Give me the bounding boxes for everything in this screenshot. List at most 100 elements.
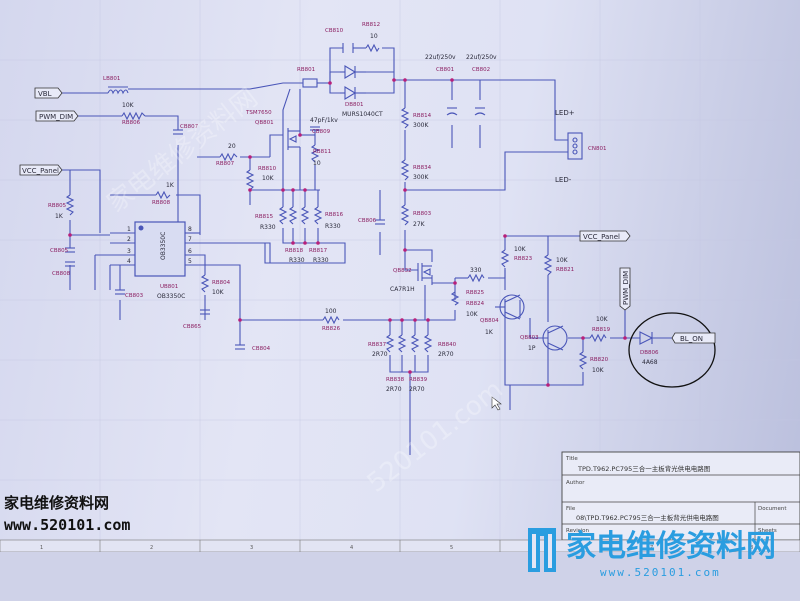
component-labels: LB801 10K RB806 CB807 QB801 TSM7650 20 R… <box>48 22 659 393</box>
svg-text:1: 1 <box>40 545 43 551</box>
junction-dots <box>68 78 627 387</box>
svg-text:10K: 10K <box>122 102 135 109</box>
svg-text:10K: 10K <box>466 311 479 318</box>
net-flags <box>19 87 716 344</box>
svg-text:08\TPD.T962.PC795三合一主板背光供电电路图: 08\TPD.T962.PC795三合一主板背光供电电路图 <box>576 513 719 522</box>
svg-text:CB810: CB810 <box>325 28 344 34</box>
svg-text:RB834: RB834 <box>413 165 432 171</box>
svg-text:RB801: RB801 <box>297 67 315 73</box>
svg-text:RB823: RB823 <box>514 256 533 262</box>
svg-text:1K: 1K <box>166 182 175 189</box>
svg-text:8: 8 <box>750 545 753 551</box>
svg-text:CB808: CB808 <box>52 271 71 277</box>
inductor-lb801 <box>107 86 129 95</box>
svg-text:QB801: QB801 <box>255 120 274 126</box>
svg-text:2R70: 2R70 <box>438 351 454 358</box>
diode-db806 <box>639 331 672 345</box>
mosfet-qb832 <box>417 263 432 281</box>
svg-text:10K: 10K <box>592 367 605 374</box>
svg-text:CB804: CB804 <box>252 346 271 352</box>
svg-text:Title: Title <box>565 456 578 462</box>
net-pwm-dim-vertical: PWM_DIM <box>622 271 630 305</box>
svg-text:6: 6 <box>188 248 192 255</box>
svg-text:TPD.T962.PC795三合一主板背光供电电路图: TPD.T962.PC795三合一主板背光供电电路图 <box>577 464 710 473</box>
svg-text:CB865: CB865 <box>183 324 202 330</box>
svg-text:1: 1 <box>127 226 131 233</box>
svg-text:RB837: RB837 <box>368 342 387 348</box>
watermark-logo-cn: 家电维修资料网 <box>4 494 109 512</box>
svg-text:DB801: DB801 <box>345 102 364 108</box>
net-vcc-panel-left: VCC_Panel <box>22 167 59 175</box>
svg-text:10: 10 <box>370 33 378 40</box>
svg-text:R330: R330 <box>260 224 276 231</box>
svg-text:10K: 10K <box>596 316 609 323</box>
svg-text:2R70: 2R70 <box>409 386 425 393</box>
connector-cn801 <box>567 132 583 160</box>
svg-text:CB803: CB803 <box>125 293 144 299</box>
resistor-symbols <box>65 43 607 370</box>
bottom-margin <box>0 552 800 601</box>
bjt-qb803 <box>529 318 568 351</box>
mosfet-qb801 <box>282 110 301 160</box>
svg-text:3: 3 <box>250 545 253 551</box>
svg-text:22uf/250v: 22uf/250v <box>466 54 497 61</box>
svg-text:5: 5 <box>450 545 453 551</box>
net-led-plus: LED+ <box>555 109 575 117</box>
svg-text:Sheets: Sheets <box>758 528 777 534</box>
svg-text:20: 20 <box>228 143 236 150</box>
svg-text:RB821: RB821 <box>556 267 574 273</box>
title-block: Title TPD.T962.PC795三合一主板背光供电电路图 Author … <box>561 451 800 541</box>
svg-text:RB810: RB810 <box>258 166 277 172</box>
svg-text:LB801: LB801 <box>103 76 120 82</box>
svg-text:QB832: QB832 <box>393 268 412 274</box>
svg-text:RB816: RB816 <box>325 212 344 218</box>
svg-text:OB3350C: OB3350C <box>160 232 167 260</box>
svg-text:RB838: RB838 <box>386 377 405 383</box>
highlight-circle <box>628 312 716 388</box>
svg-text:RB807: RB807 <box>216 161 235 167</box>
svg-text:10: 10 <box>313 160 321 167</box>
svg-text:RB840: RB840 <box>438 342 457 348</box>
diode-db801 <box>340 65 366 100</box>
fuse-rb801 <box>302 78 318 88</box>
brand-logo-icon <box>528 528 556 572</box>
svg-text:RB806: RB806 <box>122 120 141 126</box>
svg-text:5: 5 <box>188 258 192 265</box>
svg-text:RB826: RB826 <box>322 326 341 332</box>
net-vbl: VBL <box>38 90 52 98</box>
svg-text:CB805: CB805 <box>50 248 69 254</box>
svg-text:27K: 27K <box>413 221 426 228</box>
svg-text:R330: R330 <box>313 257 329 264</box>
net-pwm-dim: PWM_DIM <box>39 113 73 121</box>
svg-text:CB806: CB806 <box>358 218 377 224</box>
capacitor-symbols <box>65 43 486 350</box>
svg-text:RB817: RB817 <box>309 248 328 254</box>
svg-text:CB801: CB801 <box>436 67 454 73</box>
svg-text:RB808: RB808 <box>152 200 171 206</box>
svg-text:RB824: RB824 <box>466 301 485 307</box>
mouse-cursor-icon <box>491 396 502 411</box>
svg-text:R330: R330 <box>325 223 341 230</box>
svg-text:QB804: QB804 <box>480 318 499 324</box>
svg-text:RB812: RB812 <box>362 22 380 28</box>
svg-text:QB803: QB803 <box>520 335 539 341</box>
svg-text:1K: 1K <box>485 329 494 336</box>
bjt-qb804 <box>495 294 525 320</box>
svg-text:DB806: DB806 <box>640 350 659 356</box>
svg-text:Revision: Revision <box>566 528 589 534</box>
svg-text:2R70: 2R70 <box>386 386 402 393</box>
wires <box>62 47 715 455</box>
svg-text:7: 7 <box>188 236 192 243</box>
svg-text:47pF/1kv: 47pF/1kv <box>310 117 338 124</box>
svg-text:2: 2 <box>150 545 153 551</box>
svg-text:CN801: CN801 <box>588 146 606 152</box>
brand-watermark-cn: 家电维修资料网 <box>566 529 776 564</box>
svg-text:4A68: 4A68 <box>642 359 658 366</box>
svg-text:Document: Document <box>758 506 787 512</box>
svg-text:22uf/250v: 22uf/250v <box>425 54 456 61</box>
watermark-logo-url: www.520101.com <box>4 516 130 534</box>
svg-text:4: 4 <box>350 545 353 551</box>
svg-text:2: 2 <box>127 236 131 243</box>
